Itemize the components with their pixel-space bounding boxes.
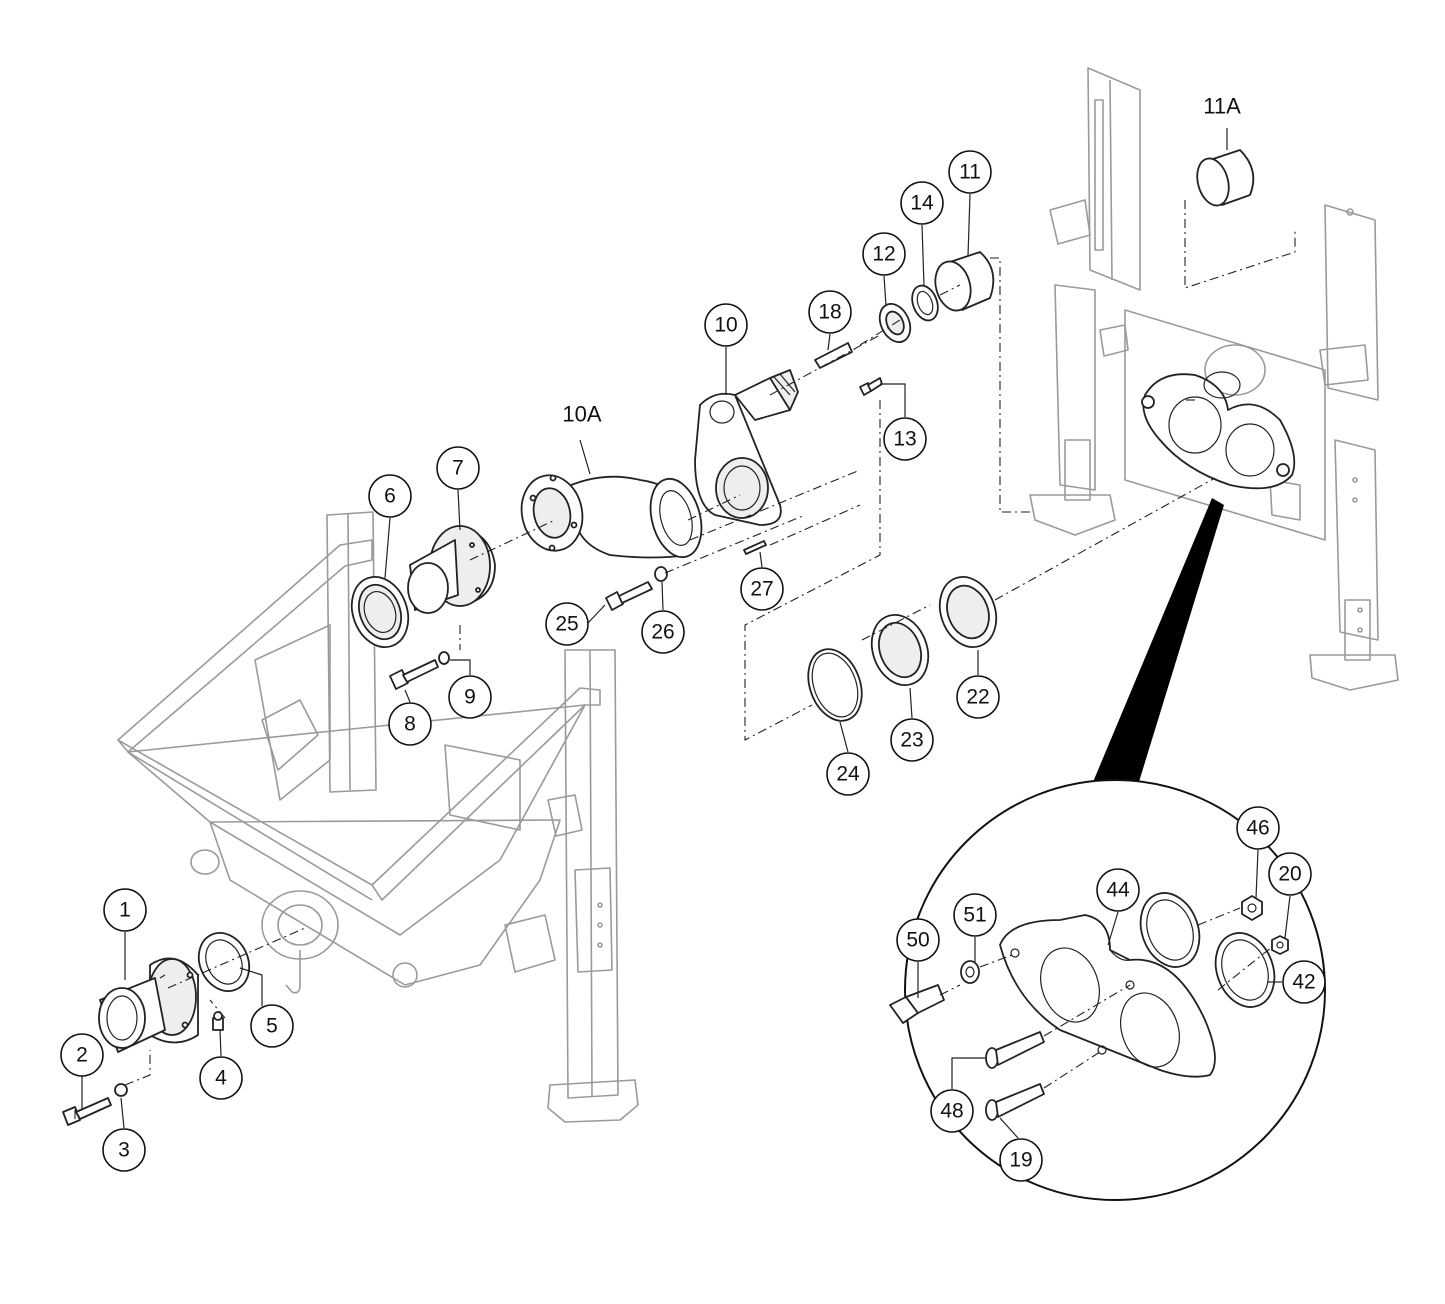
part-18-threaded-rod: [814, 342, 853, 369]
svg-text:42: 42: [1292, 971, 1315, 994]
part-13-screw: [859, 377, 883, 396]
svg-text:6: 6: [384, 485, 396, 508]
callout-3: 3: [102, 1128, 146, 1172]
svg-text:11: 11: [959, 161, 981, 184]
part-5-seal-ring: [197, 932, 251, 992]
callout-20: 20: [1268, 852, 1312, 896]
svg-text:23: 23: [900, 729, 923, 752]
callout-6: 6: [368, 474, 412, 518]
part-24-o-ring: [807, 648, 863, 722]
hopper-frame: [117, 511, 639, 1123]
part-25-bolt: [605, 581, 653, 611]
part-9-washer: [438, 651, 450, 665]
part-4-grease-fitting: [212, 1011, 224, 1031]
svg-text:22: 22: [966, 686, 989, 709]
svg-text:50: 50: [906, 929, 929, 952]
callout-44: 44: [1096, 868, 1140, 912]
part-11-bushing: [934, 251, 995, 312]
svg-text:3: 3: [118, 1139, 130, 1162]
part-26-washer: [654, 566, 668, 582]
svg-text:48: 48: [940, 1100, 963, 1123]
callout-13: 13: [883, 417, 927, 461]
callout-10: 10: [704, 303, 748, 347]
callout-42: 42: [1282, 960, 1326, 1004]
part-6-seal-ring: [350, 576, 410, 648]
callout-48: 48: [930, 1089, 974, 1133]
svg-text:51: 51: [963, 904, 986, 927]
callout-18: 18: [808, 290, 852, 334]
svg-text:26: 26: [651, 621, 674, 644]
part-23-seal: [870, 614, 930, 686]
callout-12: 12: [862, 232, 906, 276]
callout-26: 26: [641, 610, 685, 654]
svg-text:14: 14: [910, 192, 934, 215]
svg-text:25: 25: [555, 613, 578, 636]
callout-24: 24: [826, 752, 870, 796]
callout-50: 50: [896, 918, 940, 962]
part-1-bearing-housing: [98, 957, 199, 1053]
leader-lines: [81, 128, 1291, 1139]
svg-text:27: 27: [750, 578, 773, 601]
callout-2: 2: [60, 1033, 104, 1077]
svg-text:4: 4: [215, 1067, 227, 1090]
callout-8: 8: [388, 702, 432, 746]
svg-text:5: 5: [266, 1015, 278, 1038]
svg-text:9: 9: [464, 686, 476, 709]
callout-7: 7: [436, 446, 480, 490]
svg-text:1: 1: [119, 899, 131, 922]
callout-5: 5: [250, 1004, 294, 1048]
callout-25: 25: [545, 602, 589, 646]
callout-23: 23: [890, 718, 934, 762]
part-27-pin: [743, 540, 767, 555]
svg-text:2: 2: [76, 1044, 88, 1067]
callout-4: 4: [199, 1056, 243, 1100]
detail-view: [889, 498, 1326, 1201]
callout-46: 46: [1236, 806, 1280, 850]
callout-27: 27: [740, 567, 784, 611]
svg-text:44: 44: [1106, 879, 1130, 902]
svg-text:12: 12: [872, 243, 895, 266]
part-22-seal: [938, 576, 998, 648]
svg-text:24: 24: [836, 763, 860, 786]
assembly-lines: [74, 200, 1296, 1120]
part-7-flanged-sleeve: [407, 525, 496, 614]
part-10-drive-arm: [694, 369, 799, 526]
svg-text:10: 10: [714, 314, 737, 337]
part-2-bolt: [62, 1097, 112, 1126]
callout-1: 1: [103, 888, 147, 932]
svg-text:20: 20: [1278, 863, 1301, 886]
callout-14: 14: [900, 181, 944, 225]
svg-text:46: 46: [1246, 817, 1269, 840]
svg-text:19: 19: [1009, 1149, 1032, 1172]
svg-text:13: 13: [893, 428, 916, 451]
part-3-washer: [114, 1083, 128, 1097]
part-14-ring: [911, 284, 939, 322]
callout-11A: 11A: [1203, 94, 1241, 119]
plate-44-installed: [1141, 371, 1296, 490]
svg-text:8: 8: [404, 713, 416, 736]
part-10A-elbow: [520, 474, 703, 559]
callout-11: 11: [948, 150, 992, 194]
part-8-bolt: [389, 659, 439, 690]
svg-text:7: 7: [452, 457, 464, 480]
callout-9: 9: [448, 675, 492, 719]
stand-frame: [1029, 67, 1399, 691]
part-11A-bushing: [1196, 149, 1255, 207]
callout-51: 51: [953, 893, 997, 937]
detail-pointer: [1093, 498, 1224, 785]
callout-10A: 10A: [562, 402, 601, 427]
callout-19: 19: [999, 1138, 1043, 1182]
svg-text:18: 18: [818, 301, 841, 324]
callout-22: 22: [956, 675, 1000, 719]
